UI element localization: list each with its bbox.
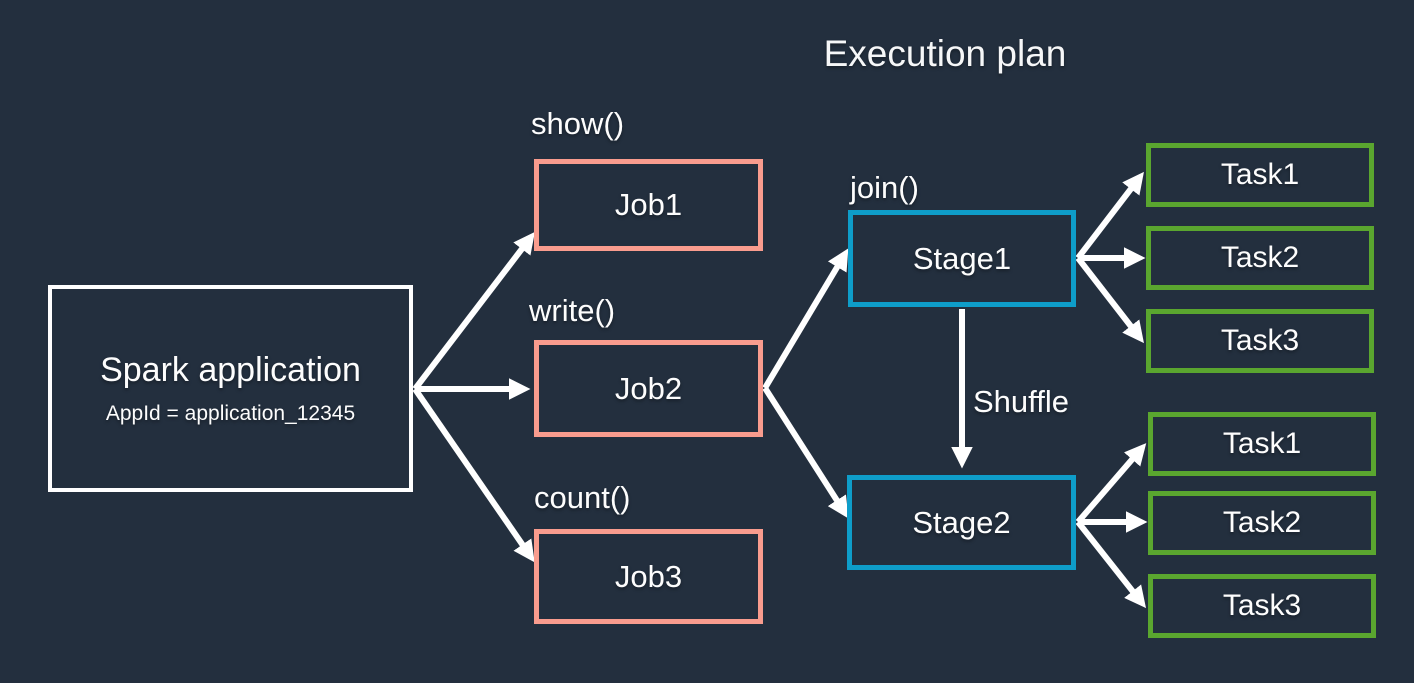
job3-node: Job3 [534, 529, 763, 624]
stage2-task3-node: Task3 [1148, 574, 1376, 638]
job2-node: Job2 [534, 340, 763, 437]
arrow-stage2-to-task3 [1075, 520, 1147, 609]
arrow-stage2-to-task1 [1075, 443, 1147, 524]
job3-action-label: count() [534, 480, 631, 515]
stage1-task2-node: Task2 [1146, 226, 1374, 290]
stage2-task1-node: Task1 [1148, 412, 1376, 476]
diagram-title: Execution plan [823, 33, 1067, 74]
arrow-app-to-job3 [412, 387, 535, 563]
spark-application-node: Spark application AppId = application_12… [48, 285, 413, 492]
stage1-task1-node: Task1 [1146, 143, 1374, 207]
stage2-task2-node: Task2 [1148, 491, 1376, 555]
spark-application-name: Spark application [100, 351, 361, 389]
spark-application-id: AppId = application_12345 [105, 402, 356, 425]
job1-node: Job1 [534, 159, 763, 251]
stage2-node: Stage2 [847, 475, 1076, 570]
arrow-stage1-to-task3 [1075, 256, 1144, 344]
arrow-app-to-job1 [412, 231, 535, 391]
job2-action-label: write() [529, 293, 616, 328]
stage1-action-label: join() [850, 170, 919, 205]
shuffle-label: Shuffle [973, 384, 1069, 419]
stage1-node: Stage1 [848, 210, 1076, 307]
job1-action-label: show() [531, 106, 625, 141]
arrow-stage1-to-task1 [1075, 171, 1144, 260]
stage1-task3-node: Task3 [1146, 309, 1374, 373]
arrow-job2-to-stage1 [762, 248, 849, 390]
arrow-job2-to-stage2 [762, 386, 849, 519]
